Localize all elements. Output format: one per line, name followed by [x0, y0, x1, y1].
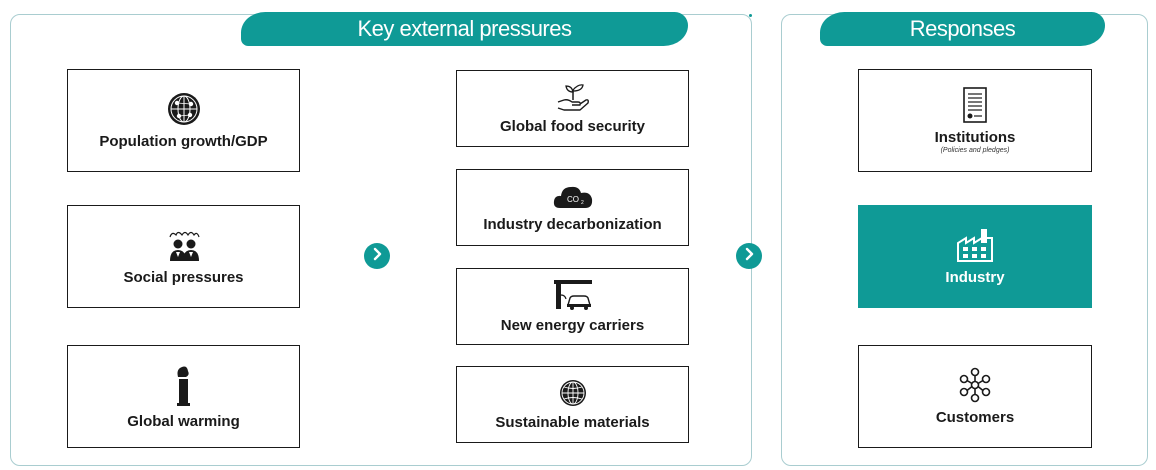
globe-icon — [558, 378, 588, 408]
card-social-pressures[interactable]: Social pressures — [67, 205, 300, 308]
card-label: Industry decarbonization — [483, 216, 662, 233]
smokestack-icon — [172, 363, 196, 407]
card-global-warming[interactable]: Global warming — [67, 345, 300, 448]
next-arrow-button[interactable] — [736, 243, 762, 269]
card-new-energy-carriers[interactable]: New energy carriers — [456, 268, 689, 345]
card-label: New energy carriers — [500, 317, 645, 334]
people-icon — [164, 227, 204, 263]
card-label: Industry — [945, 269, 1005, 286]
pressures-title: Key external pressures — [241, 12, 688, 46]
responses-title: Responses — [820, 12, 1105, 46]
card-label: Global food security — [499, 118, 646, 135]
hand-plant-icon — [556, 82, 590, 112]
card-label: Social pressures — [123, 269, 244, 286]
document-icon — [962, 87, 988, 123]
card-sustainable-materials[interactable]: Sustainable materials — [456, 366, 689, 443]
card-customers[interactable]: Customers — [858, 345, 1092, 448]
charging-car-icon — [552, 279, 594, 311]
card-label: Customers — [935, 409, 1015, 426]
card-industry[interactable]: Industry — [858, 205, 1092, 308]
card-label: Global warming — [127, 413, 240, 430]
card-label: Population growth/GDP — [99, 133, 268, 150]
network-icon — [957, 367, 993, 403]
chevron-right-icon — [742, 247, 756, 266]
next-arrow-button[interactable] — [364, 243, 390, 269]
chevron-right-icon — [370, 247, 384, 266]
card-industry-decarbonization[interactable]: CO 2 Industry decarbonization — [456, 169, 689, 246]
svg-text:CO: CO — [567, 195, 579, 204]
factory-icon — [955, 227, 995, 263]
svg-text:2: 2 — [581, 200, 584, 206]
card-label: Institutions — [934, 129, 1016, 146]
card-population-growth[interactable]: Population growth/GDP — [67, 69, 300, 172]
card-sublabel: (Policies and pledges) — [940, 147, 1010, 154]
globe-network-icon — [166, 91, 202, 127]
divider-dot — [749, 14, 752, 17]
card-institutions[interactable]: Institutions (Policies and pledges) — [858, 69, 1092, 172]
card-label: Sustainable materials — [495, 414, 650, 431]
card-global-food-security[interactable]: Global food security — [456, 70, 689, 147]
co2-cloud-icon: CO 2 — [552, 182, 594, 210]
